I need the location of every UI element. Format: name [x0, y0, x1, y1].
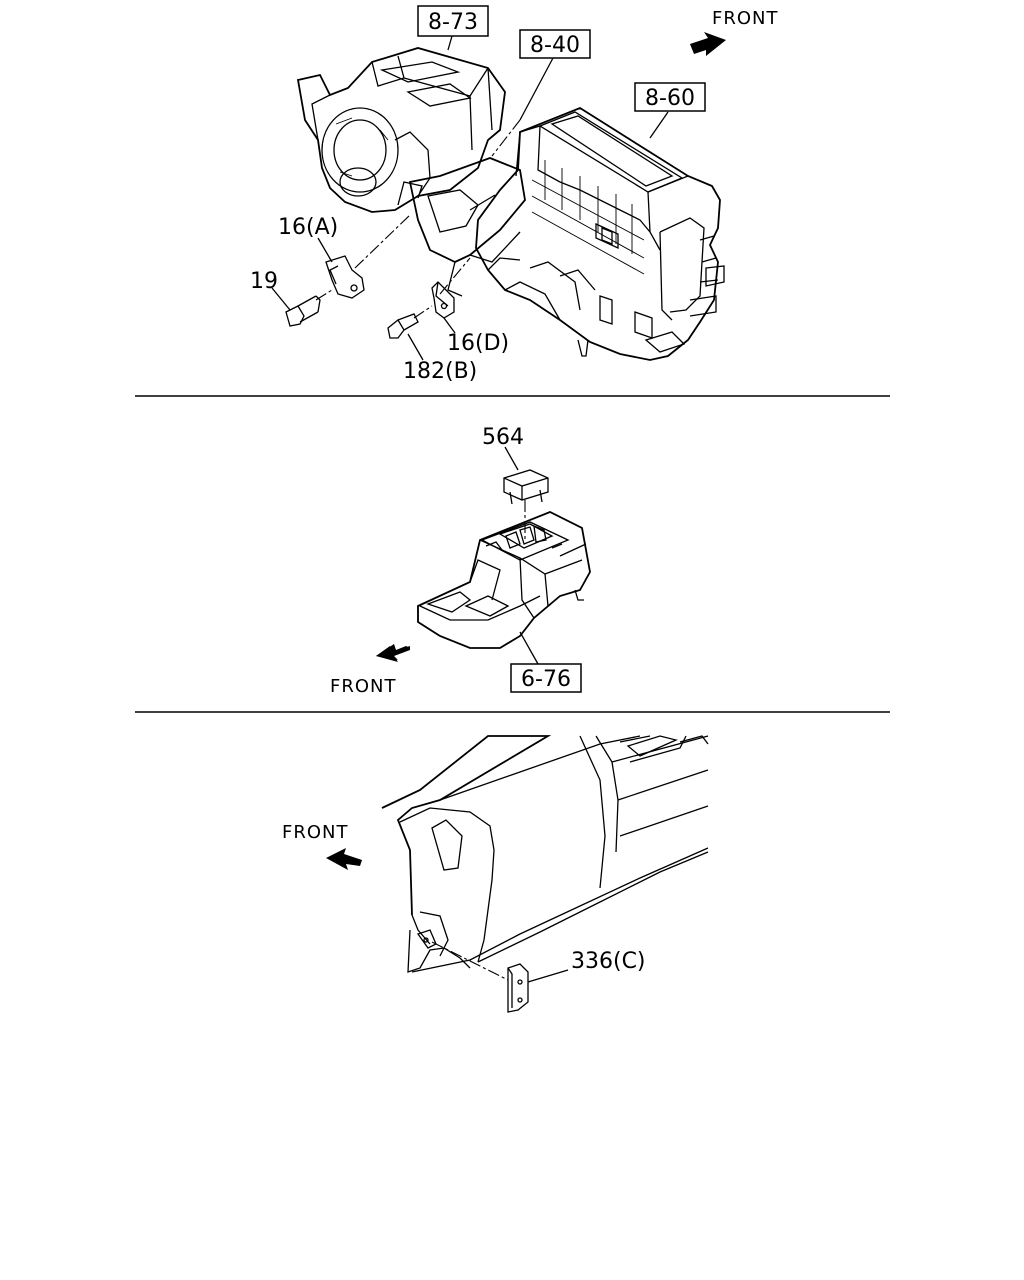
leader-lines-middle	[504, 446, 539, 665]
console-drawing	[417, 511, 591, 649]
front-arrow-upper-icon	[690, 32, 726, 56]
front-arrow-lower-icon	[326, 848, 362, 870]
bolt-19-drawing	[285, 295, 321, 327]
screw-182b-drawing	[387, 313, 419, 339]
front-label-middle: FRONT	[330, 676, 397, 697]
bracket-16d-drawing	[431, 281, 455, 319]
part-label-336c: 336(C)	[571, 949, 646, 974]
leader-lines-upper	[271, 35, 669, 361]
part-label-182b: 182(B)	[403, 359, 477, 384]
ref-box-6-76: 6-76	[510, 663, 582, 693]
bracket-336c-drawing	[507, 963, 529, 1013]
instrument-panel-drawing	[381, 735, 709, 973]
front-label-upper: FRONT	[712, 8, 779, 29]
front-arrow-middle-icon	[376, 644, 410, 662]
part-label-564: 564	[482, 425, 524, 450]
ref-8-60-label: 8-60	[645, 86, 695, 111]
leader-lines-lower	[431, 941, 569, 983]
part-label-19: 19	[250, 269, 278, 294]
part-label-16d: 16(D)	[447, 331, 509, 356]
front-label-lower: FRONT	[282, 822, 349, 843]
hvac-assembly-drawing	[296, 47, 725, 361]
part-label-16a: 16(A)	[278, 215, 338, 240]
ref-box-8-73: 8-73	[417, 5, 489, 37]
bracket-16a-drawing	[325, 255, 365, 299]
switch-564-drawing	[503, 469, 549, 505]
ref-box-8-40: 8-40	[519, 29, 591, 59]
ref-8-73-label: 8-73	[428, 10, 478, 35]
ref-6-76-label: 6-76	[521, 667, 571, 692]
ref-8-40-label: 8-40	[530, 33, 580, 58]
ref-box-8-60: 8-60	[634, 82, 706, 112]
